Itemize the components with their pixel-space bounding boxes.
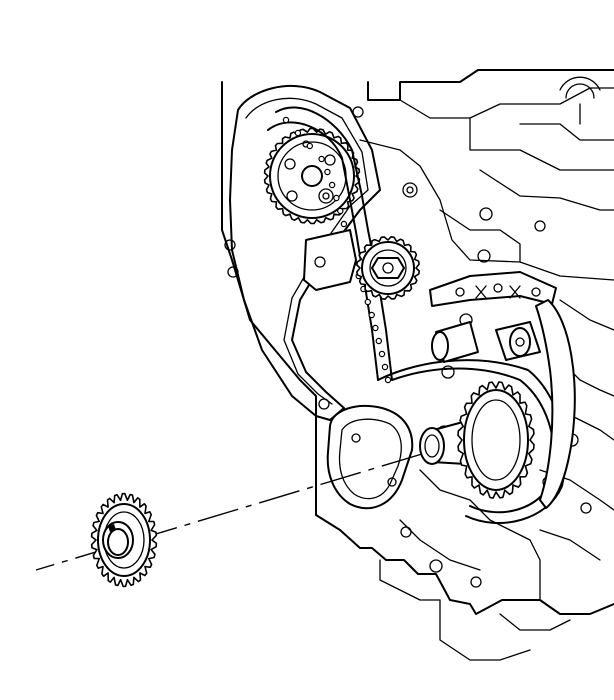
- timing-cover-flange: [224, 84, 381, 421]
- chain-tensioner-bracket: [303, 229, 557, 307]
- chain-link-roller: [368, 311, 375, 319]
- chain-link-roller: [384, 376, 392, 384]
- idler-sprocket: [356, 236, 420, 300]
- chain-link-roller: [294, 129, 302, 137]
- chain-link-roller: [364, 298, 371, 306]
- chain-link-roller: [337, 207, 344, 215]
- camshaft-sprocket: [263, 127, 361, 225]
- chain-link-roller: [375, 337, 382, 345]
- chain-link-roller: [372, 324, 379, 332]
- chain-tensioner: [431, 321, 541, 363]
- chain-link-roller: [340, 220, 348, 228]
- oil-pump-housing: [326, 405, 414, 509]
- timing-chain: [267, 106, 566, 524]
- chain-link-roller: [378, 350, 386, 358]
- chain-link-roller: [333, 194, 340, 202]
- chain-link-roller: [328, 181, 336, 189]
- engine-block: [221, 69, 614, 661]
- chain-link-roller: [318, 155, 325, 163]
- chain-guide: [535, 299, 576, 509]
- chain-link-roller: [324, 168, 331, 176]
- crankshaft-sprocket: [90, 492, 158, 588]
- chain-link-roller: [381, 363, 389, 371]
- crankshaft-installed-sprocket: [457, 381, 535, 499]
- chain-link-roller: [306, 142, 313, 150]
- chain-link-roller: [282, 116, 290, 124]
